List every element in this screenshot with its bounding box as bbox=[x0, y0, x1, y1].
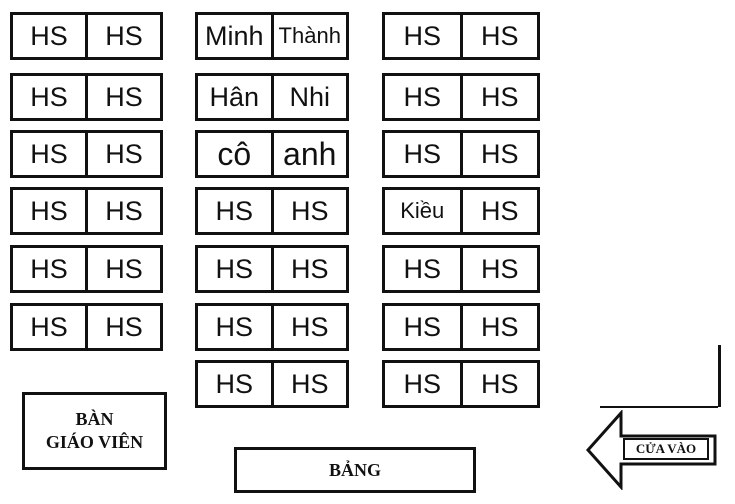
seat-left: HS bbox=[215, 253, 253, 284]
desk: HS HS bbox=[10, 12, 163, 60]
desk: Hân Nhi bbox=[195, 73, 349, 121]
seat-right: HS bbox=[85, 248, 160, 290]
seat-right: HS bbox=[459, 190, 538, 232]
seat-right: HS bbox=[85, 306, 160, 348]
seat-right: HS bbox=[459, 248, 538, 290]
seat-right: HS bbox=[459, 363, 538, 405]
seat-left: HS bbox=[215, 195, 253, 226]
seat-right: HS bbox=[459, 306, 538, 348]
desk: Kiều HS bbox=[382, 187, 540, 235]
desk: HS HS bbox=[382, 303, 540, 351]
entrance-arrow: CỬA VÀO bbox=[585, 409, 720, 491]
seat-left: HS bbox=[215, 368, 253, 399]
seat-left: HS bbox=[30, 20, 68, 51]
seat-right: HS bbox=[85, 15, 160, 57]
desk: HS HS bbox=[382, 360, 540, 408]
desk: HS HS bbox=[382, 73, 540, 121]
seat-right: HS bbox=[270, 248, 347, 290]
seat-left: HS bbox=[30, 138, 68, 169]
seat-left: HS bbox=[403, 253, 441, 284]
desk: HS HS bbox=[382, 130, 540, 178]
desk: HS HS bbox=[382, 12, 540, 60]
seat-left: HS bbox=[403, 368, 441, 399]
board: BẢNG bbox=[234, 447, 476, 493]
seat-right: HS bbox=[459, 15, 538, 57]
desk: HS HS bbox=[10, 303, 163, 351]
desk: HS HS bbox=[195, 360, 349, 408]
desk: HS HS bbox=[10, 245, 163, 293]
teacher-desk: BÀN GIÁO VIÊN bbox=[22, 392, 167, 470]
desk: HS HS bbox=[195, 187, 349, 235]
seat-right: HS bbox=[459, 76, 538, 118]
seat-right: HS bbox=[85, 76, 160, 118]
desk: HS HS bbox=[382, 245, 540, 293]
seat-right: HS bbox=[270, 306, 347, 348]
seat-left: Kiều bbox=[400, 198, 445, 223]
seat-right: HS bbox=[459, 133, 538, 175]
seat-right: Thành bbox=[270, 15, 347, 57]
seat-left: HS bbox=[30, 81, 68, 112]
seat-right: HS bbox=[85, 133, 160, 175]
seat-left: HS bbox=[403, 81, 441, 112]
seat-left: HS bbox=[403, 138, 441, 169]
seat-right: HS bbox=[85, 190, 160, 232]
seat-left: HS bbox=[30, 311, 68, 342]
desk: HS HS bbox=[195, 245, 349, 293]
teacher-desk-label-line1: BÀN bbox=[75, 408, 114, 429]
entrance-label: CỬA VÀO bbox=[635, 441, 697, 456]
seat-left: HS bbox=[403, 20, 441, 51]
edge-mark bbox=[718, 345, 721, 407]
seat-left: HS bbox=[30, 253, 68, 284]
seat-right: HS bbox=[270, 363, 347, 405]
seat-left: Hân bbox=[209, 81, 260, 112]
teacher-desk-label-line2: GIÁO VIÊN bbox=[45, 432, 144, 452]
seat-right: HS bbox=[270, 190, 347, 232]
desk: HS HS bbox=[10, 187, 163, 235]
seat-left: HS bbox=[30, 195, 68, 226]
desk: HS HS bbox=[195, 303, 349, 351]
seat-left: HS bbox=[215, 311, 253, 342]
board-label: BẢNG bbox=[328, 459, 381, 480]
desk: HS HS bbox=[10, 73, 163, 121]
seat-left: cô bbox=[217, 136, 252, 172]
seat-left: Minh bbox=[204, 20, 264, 51]
edge-mark bbox=[600, 406, 718, 408]
seat-right: anh bbox=[270, 133, 347, 175]
entrance-label-box: CỬA VÀO bbox=[623, 438, 709, 460]
seat-right: Nhi bbox=[270, 76, 347, 118]
seat-left: HS bbox=[403, 311, 441, 342]
desk: HS HS bbox=[10, 130, 163, 178]
